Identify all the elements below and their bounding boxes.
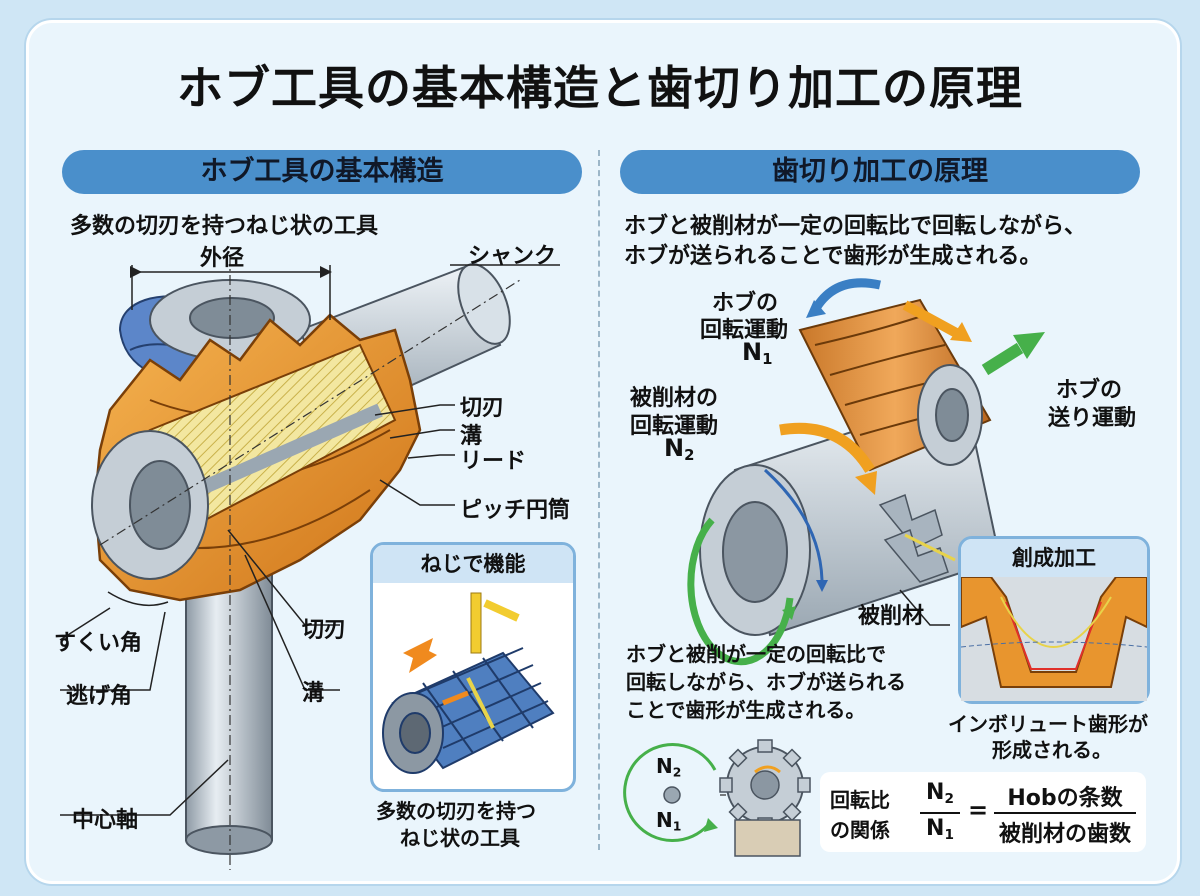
inset-generating-caption-line2: 形成される。 [992,738,1112,762]
label-hob-rotation-line1: ホブの [712,291,779,316]
label-pitch-cylinder: ピッチ円筒 [460,498,571,523]
label-n1: N1 [742,338,773,369]
left-section-heading: ホブ工具の基本構造 [62,150,582,194]
label-shank: シャンク [468,244,557,269]
right-note-line1: ホブと被削が一定の回転比で [626,642,886,666]
ratio-rhs-fraction-bar [994,812,1136,814]
left-subtitle: 多数の切刃を持つねじ状の工具 [70,214,379,239]
label-groove-2: 溝 [302,681,325,706]
right-desc-line2: ホブが送られることで歯形が生成される。 [624,244,1042,269]
screw-cutter-illustration [382,592,555,774]
label-n2: N2 [664,434,695,465]
inset-screw-function: ねじで機能 [370,542,576,792]
hob-axis-line [99,279,521,546]
inset-generating: 創成加工 [958,536,1150,704]
hob-rotation-arrow [811,278,881,313]
label-workpiece: 被削材 [858,604,925,629]
hob-cutter [798,298,992,472]
label-center-axis: 中心軸 [72,808,139,833]
mini-label-top: N2 [656,754,682,780]
inset-screw-caption-line2: ねじ状の工具 [400,826,520,850]
feed-arrow [981,342,1024,376]
label-hob-feed-line1: ホブの [1056,378,1123,403]
hob-front-bore [91,430,209,580]
label-outer-diameter: 外径 [200,246,245,271]
ratio-label-line1: 回転比 [830,788,890,812]
label-cutting-edge-2: 切刃 [302,618,347,643]
ratio-lhs-fraction-bar [920,812,960,814]
label-relief-angle: 逃げ角 [66,684,133,709]
workpiece-leader [899,589,950,626]
ratio-rhs-denominator: 被削材の歯数 [998,822,1131,847]
inset-pointer-line [904,533,956,562]
ratio-lhs-numerator: N2 [926,780,954,807]
inset-generating-caption-line1: インボリュート歯形が [948,712,1148,736]
left-leader-lines [59,264,560,816]
label-lead: リード [460,449,527,474]
label-groove: 溝 [460,424,483,449]
ratio-lhs-denominator: N1 [926,816,954,843]
inset-screw-caption-line1: 多数の切刃を持つ [376,799,536,823]
mini-label-bottom: N1 [656,808,682,834]
right-section-heading: 歯切り加工の原理 [620,150,1140,194]
label-rake-angle: すくい角 [54,631,143,656]
page-title: ホブ工具の基本構造と歯切り加工の原理 [177,61,1023,115]
ratio-rhs-numerator: Hobの条数 [1007,786,1123,811]
ratio-formula-box: 回転比 の関係 N2 N1 = Hobの条数 被削材の歯数 [820,772,1146,852]
workpiece-rotation-arrow [763,468,824,581]
mini-rotation-diagram [623,739,811,857]
rake-angle-arc [107,591,169,607]
right-note-line3: ことで歯形が生成される。 [626,698,866,722]
section-divider [598,150,600,850]
label-workpiece-rotation-line1: 被削材の [630,386,719,411]
inset-generating-title: 創成加工 [961,539,1147,577]
right-desc-line1: ホブと被削材が一定の回転比で回転しながら、 [624,214,1087,239]
ratio-equals: = [968,796,989,824]
orange-rotation-arrow [779,422,875,473]
label-cutting-edge: 切刃 [460,396,505,421]
label-hob-rotation-line2: 回転運動 [700,318,789,343]
involute-tooth-illustration [961,577,1147,701]
right-note-line2: 回転しながら、ホブが送られる [626,670,906,694]
orange-feed-arrow-top [902,300,963,340]
ratio-label-line2: の関係 [830,818,890,842]
label-hob-feed-line2: 送り運動 [1048,406,1137,431]
outer-diameter-dimension [130,265,332,320]
label-workpiece-rotation-line2: 回転運動 [630,414,719,439]
center-shaft [185,559,273,855]
inset-screw-title: ねじで機能 [373,545,573,583]
